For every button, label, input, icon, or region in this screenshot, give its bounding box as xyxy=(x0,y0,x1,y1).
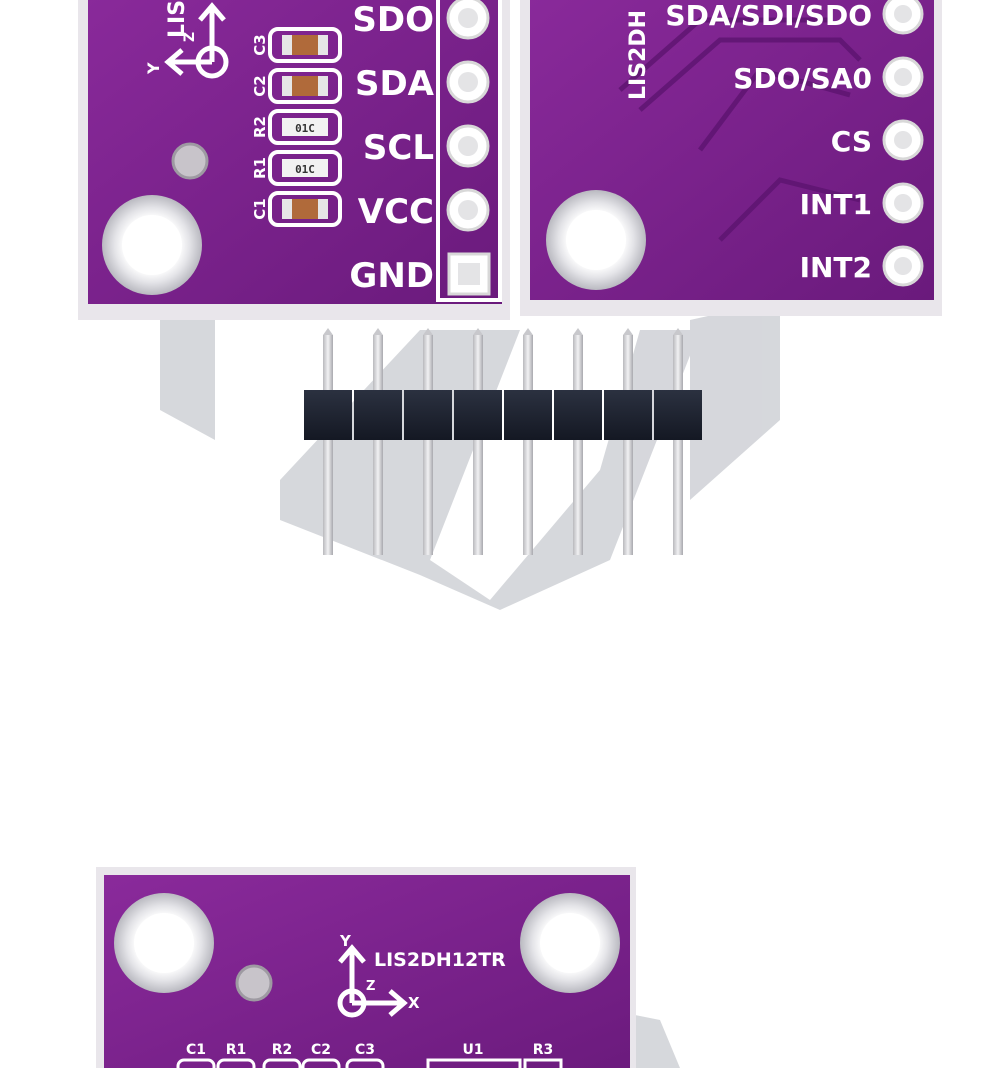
component-ref-label: R1 xyxy=(251,157,269,179)
component-u1: U1 xyxy=(426,1042,522,1068)
pin-label: VCC xyxy=(358,192,434,232)
pin-sda: SDA xyxy=(355,60,490,104)
component-r3: R3 xyxy=(523,1042,563,1068)
chip-label: LIS2 xyxy=(165,0,190,38)
axis-symbol xyxy=(164,2,229,79)
pin-vcc: VCC xyxy=(358,188,490,232)
pin-label: GND xyxy=(349,256,434,296)
chip-label: LIS2DH12TR xyxy=(374,949,506,971)
pin-cs: CS xyxy=(831,119,924,161)
pin-sdo: SDO xyxy=(352,0,490,40)
header-pin xyxy=(323,328,333,555)
axis-y-label: Y xyxy=(144,62,163,75)
header-block xyxy=(654,390,702,440)
pin-label: SDO xyxy=(352,0,434,40)
component-ref-label: C3 xyxy=(355,1042,375,1058)
header-pin xyxy=(673,328,683,555)
component-r2: R2 xyxy=(262,1042,302,1068)
header-block xyxy=(304,390,352,440)
pin-label: INT1 xyxy=(800,188,872,221)
component-ref-label: C1 xyxy=(186,1042,206,1058)
axis-x-label: X xyxy=(408,994,420,1012)
led-indicator xyxy=(235,964,273,1002)
component-c1: C1 xyxy=(251,191,342,227)
pin-label: CS xyxy=(831,125,872,158)
component-ref-label: R2 xyxy=(272,1042,293,1058)
axis-symbol xyxy=(337,944,408,1018)
component-c1: C1 xyxy=(176,1042,216,1068)
pin-label-frame xyxy=(436,0,502,302)
pin-sdo-sa0: SDO/SA0 xyxy=(733,56,924,98)
header-block xyxy=(504,390,552,440)
header-pin xyxy=(623,328,633,555)
header-pin xyxy=(523,328,533,555)
pin-label: SDO/SA0 xyxy=(733,62,872,95)
chip-label: LIS2DH xyxy=(626,10,651,100)
component-ref-label: C2 xyxy=(251,75,269,96)
component-ref-label: R1 xyxy=(226,1042,247,1058)
header-pin xyxy=(573,328,583,555)
component-c3: C3 xyxy=(251,27,342,63)
component-r1: R1 xyxy=(216,1042,256,1068)
pin-int2: INT2 xyxy=(800,245,924,287)
pin-header xyxy=(304,328,702,555)
led-indicator xyxy=(171,142,209,180)
header-block xyxy=(554,390,602,440)
component-ref-label: C1 xyxy=(251,198,269,219)
axis-z-label: Z xyxy=(366,979,375,994)
component-ref-label: U1 xyxy=(462,1042,483,1058)
header-block xyxy=(404,390,452,440)
header-pin xyxy=(373,328,383,555)
pin-label: SCL xyxy=(363,128,434,168)
header-block xyxy=(354,390,402,440)
pin-sda-sdi-sdo: SDA/SDI/SDO xyxy=(665,0,924,35)
component-ref-label: R2 xyxy=(251,116,269,138)
pin-scl: SCL xyxy=(363,124,490,168)
pin-label: SDA xyxy=(355,64,435,104)
pin-label: INT2 xyxy=(800,251,872,284)
header-pin xyxy=(423,328,433,555)
component-r2: 01C R2 xyxy=(251,109,342,145)
component-ref-label: R3 xyxy=(533,1042,554,1058)
axis-z-label: Z xyxy=(182,32,198,42)
pin-label: SDA/SDI/SDO xyxy=(665,0,872,32)
pin-int1: INT1 xyxy=(800,182,924,224)
component-c2: C2 xyxy=(301,1042,341,1068)
pin-gnd: GND xyxy=(349,252,491,296)
header-pin xyxy=(473,328,483,555)
resistor-marking: 01C xyxy=(295,163,315,176)
component-c3: C3 xyxy=(345,1042,385,1068)
component-ref-label: C2 xyxy=(311,1042,331,1058)
header-block xyxy=(604,390,652,440)
component-c2: C2 xyxy=(251,68,342,104)
header-block xyxy=(454,390,502,440)
board-bottom: Y Z X LIS2DH12TR C1 R1 R2 C2 C3 U1 R3 xyxy=(96,867,636,1068)
component-r1: 01C R1 xyxy=(251,150,342,186)
axis-y-label: Y xyxy=(339,932,352,950)
component-ref-label: C3 xyxy=(251,34,269,55)
resistor-marking: 01C xyxy=(295,122,315,135)
